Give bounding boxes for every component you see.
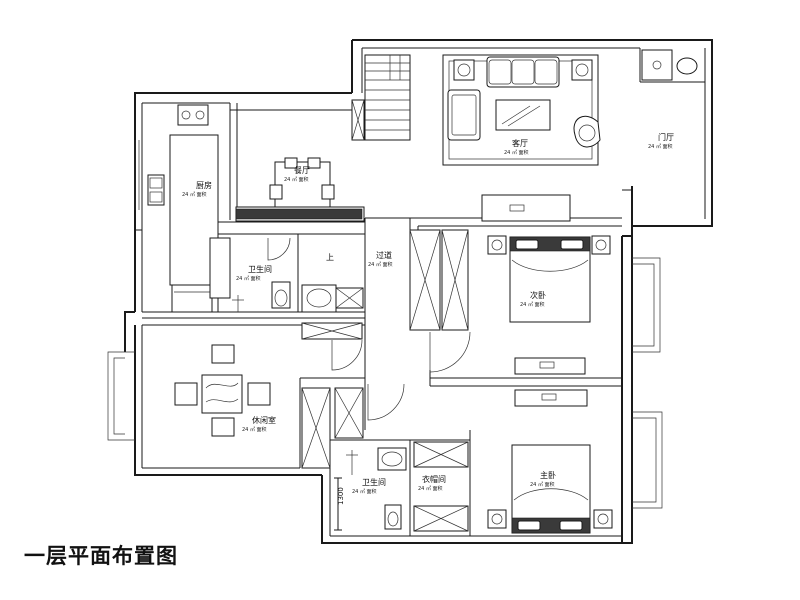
closet-label: 衣帽间	[422, 474, 446, 484]
master-bedroom-label: 主卧	[540, 470, 556, 480]
kitchen-label: 厨房	[196, 180, 212, 190]
dining-area: 24 ㎡ 面积	[284, 176, 309, 183]
bedroom2-area: 24 ㎡ 面积	[520, 301, 545, 308]
living-room-label: 客厅	[512, 138, 528, 148]
study-label: 休闲室	[252, 415, 276, 425]
living-room-area: 24 ㎡ 面积	[504, 149, 529, 156]
plan-title: 一层平面布置图	[24, 544, 178, 568]
bathroom1-area: 24 ㎡ 面积	[236, 275, 261, 282]
bathroom1-fixtures	[232, 237, 364, 313]
staircase	[351, 54, 411, 141]
study-area: 24 ㎡ 面积	[242, 426, 267, 433]
hall-label: 过道	[376, 250, 392, 260]
closet-area: 24 ㎡ 面积	[418, 485, 443, 492]
study-furniture	[174, 344, 271, 437]
dimension-label: 1300	[337, 487, 345, 505]
living-room-furniture	[442, 54, 601, 166]
bathroom2-fixtures	[334, 447, 407, 531]
bay-windows	[107, 140, 663, 509]
bathroom2-area: 24 ㎡ 面积	[352, 488, 377, 495]
entry-area: 24 ㎡ 面积	[648, 143, 673, 150]
stair-up-label: 上	[326, 253, 334, 262]
entry-fixtures	[481, 49, 698, 222]
bathroom2-label: 卫生间	[362, 477, 386, 487]
cabinets	[301, 229, 469, 532]
dining-label: 餐厅	[294, 166, 310, 175]
outer-walls	[124, 39, 713, 544]
bedroom2-furniture	[487, 235, 611, 375]
master-bedroom-furniture	[487, 389, 613, 534]
bathroom1-label: 卫生间	[248, 264, 272, 274]
master-bedroom-area: 24 ㎡ 面积	[530, 481, 555, 488]
room-labels: 客厅 24 ㎡ 面积 门厅 24 ㎡ 面积 餐厅 24 ㎡ 面积 厨房 24 ㎡…	[182, 132, 674, 505]
kitchen-area: 24 ㎡ 面积	[182, 191, 207, 198]
bedroom2-label: 次卧	[530, 290, 546, 300]
hall-area: 24 ㎡ 面积	[368, 261, 393, 268]
entry-label: 门厅	[658, 132, 674, 142]
dining-kitchen-furniture	[147, 104, 365, 313]
doors	[331, 331, 471, 421]
